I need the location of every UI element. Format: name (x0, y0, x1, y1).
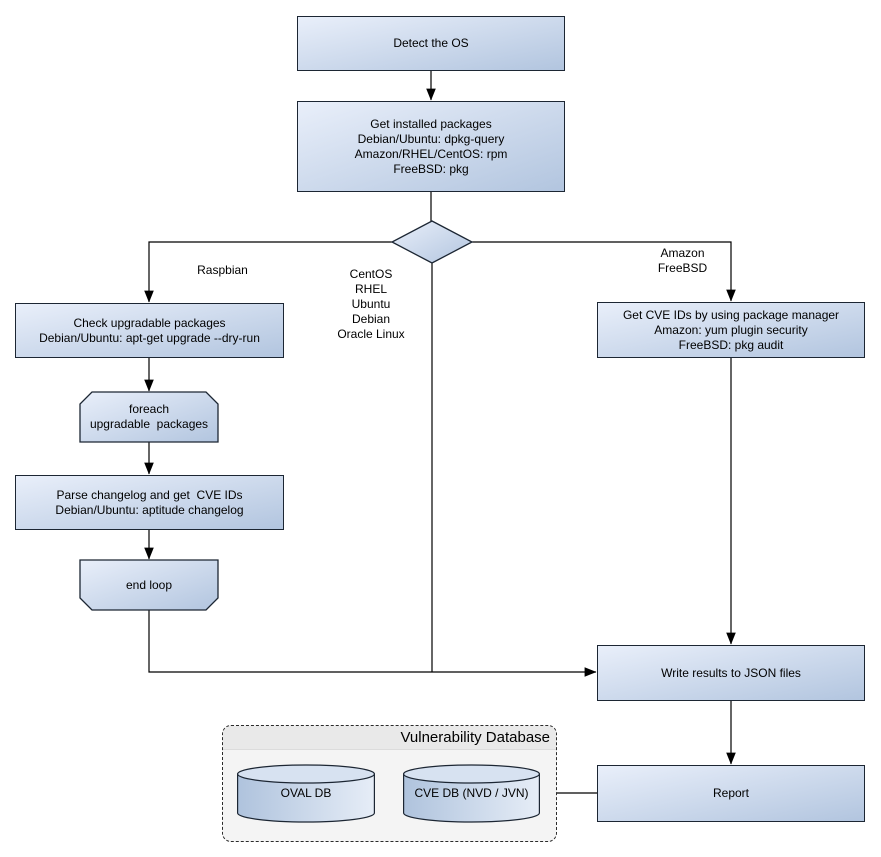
branch-label-line: CentOS (349, 267, 393, 281)
node-report: Report (597, 765, 865, 822)
branch-label-line: Oracle Linux (337, 327, 405, 341)
node-report-text: Report (712, 786, 750, 800)
node-get-installed-packages-line: Get installed packages (370, 116, 492, 131)
edge-endloop-to-write-results (148, 610, 597, 677)
cve-db-label-text: CVE DB (NVD / JVN) (414, 786, 529, 800)
branch-label-raspbian-text: Raspbian (197, 263, 248, 277)
node-parse-changelog: Parse changelog and get CVE IDs Debian/U… (15, 475, 284, 530)
node-get-cve-ids: Get CVE IDs by using package manager Ama… (597, 302, 865, 358)
branch-label-raspbian: Raspbian (185, 263, 260, 278)
foreach-loop-shape (79, 391, 219, 443)
node-get-installed-packages-line: FreeBSD: pkg (393, 161, 469, 176)
branch-label-line: Debian (351, 312, 391, 326)
branch-label-amazon-freebsd: Amazon FreeBSD (645, 246, 720, 276)
node-foreach-upgradable-packages: foreach upgradable packages (80, 392, 218, 442)
node-write-results-text: Write results to JSON files (661, 665, 801, 680)
node-detect-os: Detect the OS (297, 16, 565, 71)
node-parse-changelog-line: Parse changelog and get CVE IDs (56, 487, 243, 502)
end-loop-shape (79, 559, 219, 611)
oval-db-label-text: OVAL DB (280, 786, 332, 800)
oval-db-label: OVAL DB (237, 767, 375, 820)
branch-label-line: Ubuntu (351, 297, 391, 311)
cve-db-cylinder (403, 764, 541, 823)
edge-decision-to-check-upgradable (144, 241, 392, 303)
node-end-loop-text: end loop (125, 577, 173, 592)
branch-label-line: RHEL (354, 282, 387, 296)
edge-decision-to-get-cve (472, 241, 736, 302)
decision-diamond (390, 220, 474, 264)
node-get-cve-ids-line: FreeBSD: pkg audit (678, 337, 784, 352)
node-get-installed-packages-line: Amazon/RHEL/CentOS: rpm (354, 146, 508, 161)
oval-db-cylinder (237, 764, 376, 823)
node-get-cve-ids-line: Get CVE IDs by using package manager (622, 307, 840, 322)
node-foreach-line: foreach (128, 402, 170, 416)
node-write-results-json: Write results to JSON files (597, 645, 865, 701)
node-foreach-line: upgradable packages (89, 417, 209, 431)
cve-db-label: CVE DB (NVD / JVN) (403, 767, 540, 820)
node-detect-os-text: Detect the OS (393, 36, 469, 50)
branch-label-line: FreeBSD (657, 261, 708, 275)
node-get-cve-ids-line: Amazon: yum plugin security (654, 322, 808, 337)
branch-label-line: Amazon (660, 246, 705, 260)
node-get-installed-packages-line: Debian/Ubuntu: dpkg-query (357, 131, 505, 146)
vulnerability-database-title: Vulnerability Database (223, 726, 556, 750)
node-check-upgradable-packages: Check upgradable packages Debian/Ubuntu:… (15, 303, 284, 358)
node-check-upgradable-line: Check upgradable packages (73, 315, 226, 330)
node-get-installed-packages: Get installed packages Debian/Ubuntu: dp… (297, 101, 565, 192)
node-check-upgradable-line: Debian/Ubuntu: apt-get upgrade --dry-run (39, 330, 260, 345)
branch-label-middle-os-list: CentOS RHEL Ubuntu Debian Oracle Linux (321, 267, 421, 342)
node-parse-changelog-line: Debian/Ubuntu: aptitude changelog (55, 502, 244, 517)
node-end-loop: end loop (80, 560, 218, 610)
